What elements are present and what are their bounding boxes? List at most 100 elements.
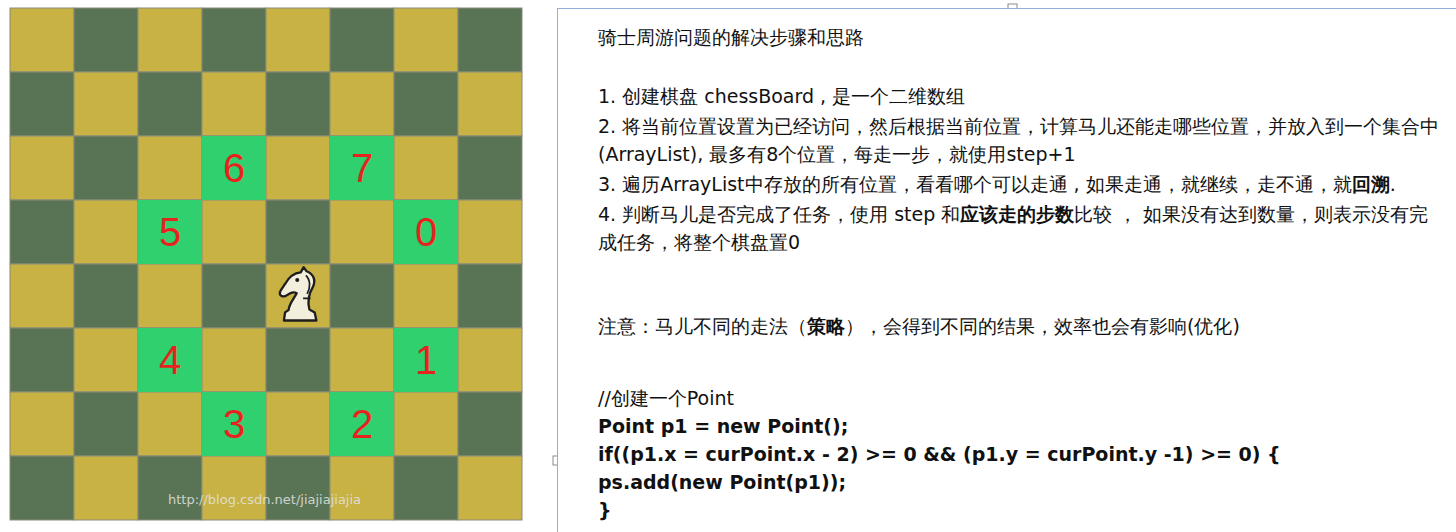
move-square: 5: [138, 200, 202, 264]
board-cell: [74, 264, 138, 328]
board-cell: [266, 264, 330, 328]
board-cell: [74, 392, 138, 456]
board-cell: [458, 200, 522, 264]
knight-piece: [280, 267, 317, 320]
note-line: 4. 判断马儿是否完成了任务，使用 step 和应该走的步数比较 ， 如果没有达…: [598, 200, 1441, 256]
board-cell: [138, 136, 202, 200]
note-line: 注意：马儿不同的走法（策略），会得到不同的结果，效率也会有影响(优化): [598, 312, 1441, 340]
board-cell: [74, 136, 138, 200]
board-cell: [394, 264, 458, 328]
move-number: 7: [351, 148, 373, 188]
chess-board: [10, 8, 522, 520]
board-cell: [10, 392, 74, 456]
note-text: //创建一个Point: [598, 387, 734, 409]
move-number: 5: [159, 212, 181, 252]
board-cell: [202, 8, 266, 72]
board-cell: [10, 8, 74, 72]
knight-body: [280, 267, 317, 320]
note-text: 1. 创建棋盘 chessBoard , 是一个二维数组: [598, 85, 965, 107]
note-text: .: [1390, 173, 1396, 195]
board-cell: [266, 136, 330, 200]
move-square: 1: [394, 328, 458, 392]
emphasis-text: }: [598, 499, 612, 521]
board-cell: [458, 72, 522, 136]
move-square: 3: [202, 392, 266, 456]
note-line: 3. 遍历ArrayList中存放的所有位置，看看哪个可以走通 , 如果走通，就…: [598, 170, 1441, 198]
board-cell: [394, 136, 458, 200]
board-cell: [330, 392, 394, 456]
note-line: ps.add(new Point(p1));: [598, 468, 1441, 496]
board-cell: [74, 200, 138, 264]
board-cell: [138, 456, 202, 520]
emphasis-text: 回溯: [1352, 173, 1390, 195]
emphasis-text: 应该走的步数: [960, 203, 1074, 225]
board-cell: [394, 328, 458, 392]
board-cell: [74, 72, 138, 136]
board-cell: [266, 392, 330, 456]
move-number: 0: [415, 212, 437, 252]
move-square: 2: [330, 392, 394, 456]
emphasis-text: 策略: [807, 315, 845, 337]
board-cell: [330, 456, 394, 520]
board-cell: [74, 328, 138, 392]
board-cell: [266, 456, 330, 520]
board-cell: [330, 200, 394, 264]
note-line: }: [598, 496, 1441, 524]
board-cell: [10, 264, 74, 328]
note-text: ），会得到不同的结果，效率也会有影响(优化): [845, 315, 1240, 337]
note-line: //创建一个Point: [598, 384, 1441, 412]
notes-textbox: 骑士周游问题的解决步骤和思路1. 创建棋盘 chessBoard , 是一个二维…: [557, 8, 1456, 532]
move-number: 1: [415, 340, 437, 380]
emphasis-text: Point p1 = new Point();: [598, 415, 848, 437]
board-cell: [202, 328, 266, 392]
move-square: 0: [394, 200, 458, 264]
board-cell: [138, 264, 202, 328]
board-cell: [74, 8, 138, 72]
move-number: 2: [351, 404, 373, 444]
move-number: 3: [223, 404, 245, 444]
move-number: 4: [159, 340, 181, 380]
board-cell: [266, 200, 330, 264]
note-text: 2. 将当前位置设置为已经访问，然后根据当前位置，计算马儿还能走哪些位置，并放入…: [598, 115, 1439, 165]
board-cell: [202, 264, 266, 328]
board-cell: [138, 8, 202, 72]
board-cell: [330, 328, 394, 392]
board-cell: [458, 264, 522, 328]
board-cell: [10, 136, 74, 200]
note-line: Point p1 = new Point();: [598, 412, 1441, 440]
board-cell: [458, 392, 522, 456]
emphasis-text: ps.add(new Point(p1));: [598, 471, 846, 493]
board-cell: [330, 136, 394, 200]
board-cell: [202, 200, 266, 264]
move-square: 6: [202, 136, 266, 200]
note-text: 3. 遍历ArrayList中存放的所有位置，看看哪个可以走通 , 如果走通，就…: [598, 173, 1352, 195]
board-cell: [458, 456, 522, 520]
board-cell: [138, 200, 202, 264]
board-cell: [330, 72, 394, 136]
board-cell: [458, 136, 522, 200]
board-cell: [202, 136, 266, 200]
board-cell: [458, 8, 522, 72]
board-cell: [394, 392, 458, 456]
board-cell: [74, 456, 138, 520]
board-cell: [266, 8, 330, 72]
board-cell: [10, 72, 74, 136]
board-cell: [202, 456, 266, 520]
note-line: if((p1.x = curPoint.x - 2) >= 0 && (p1.y…: [598, 440, 1441, 468]
board-cell: [458, 328, 522, 392]
board-cell: [266, 72, 330, 136]
emphasis-text: if((p1.x = curPoint.x - 2) >= 0 && (p1.y…: [598, 443, 1281, 465]
board-cell: [10, 328, 74, 392]
board-cell: [266, 328, 330, 392]
board-cell: [394, 72, 458, 136]
note-line: 1. 创建棋盘 chessBoard , 是一个二维数组: [598, 82, 1441, 110]
knight-eye: [295, 278, 299, 282]
knight-mane: [303, 275, 311, 298]
board-cell: [202, 72, 266, 136]
board-cell: [394, 8, 458, 72]
board-cell: [138, 328, 202, 392]
note-text: 注意：马儿不同的走法（: [598, 315, 807, 337]
move-square: 7: [330, 136, 394, 200]
note-text: 4. 判断马儿是否完成了任务，使用 step 和: [598, 203, 960, 225]
